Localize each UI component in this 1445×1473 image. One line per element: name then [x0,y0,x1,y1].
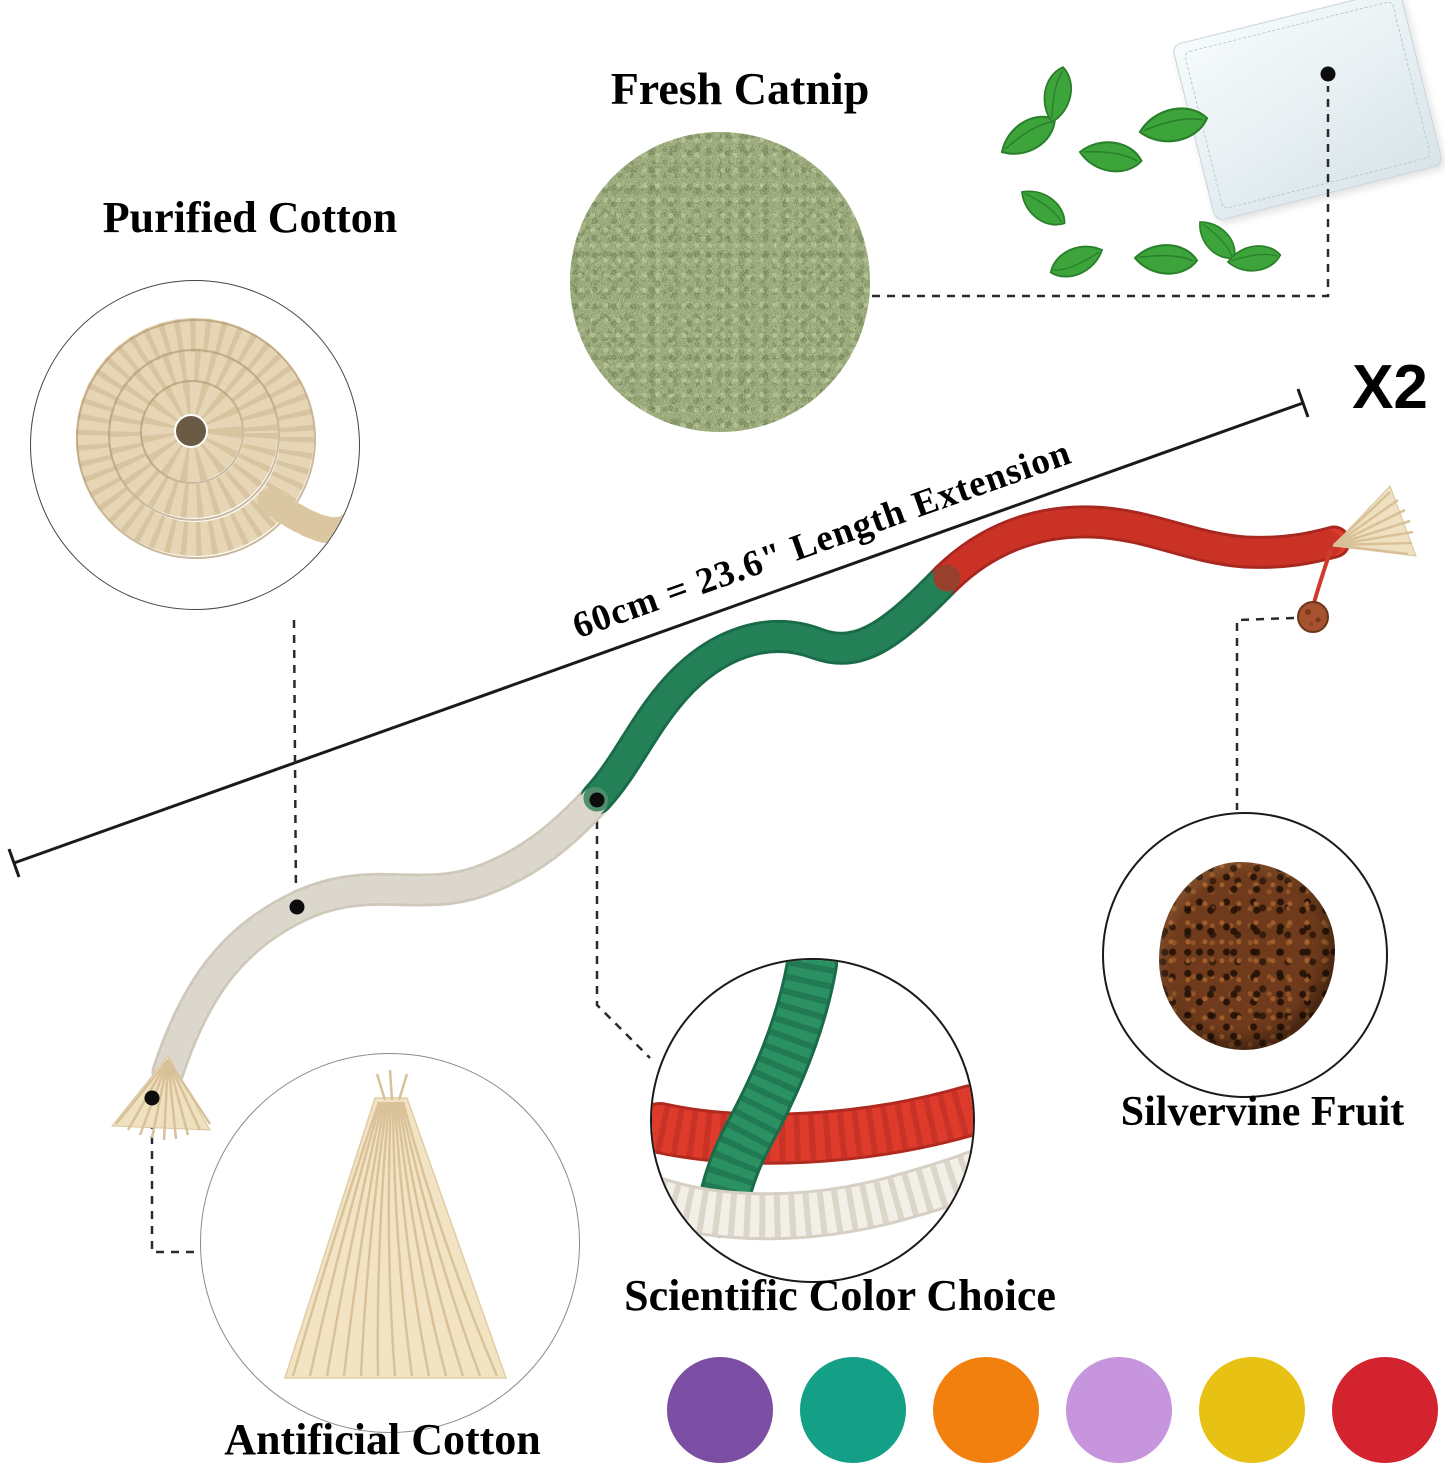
callout-ball-to-silvervine [1235,616,1295,810]
catnip-sachet-bag [1171,0,1444,222]
color-swatch-gold [1199,1357,1305,1463]
mint-leaf [1044,238,1108,284]
rope-end-tassel-top [1331,485,1417,557]
detail-green-rope [699,960,835,1235]
mint-leaf [1076,135,1146,178]
detail-white-rope [652,1153,973,1238]
sachet-stitching [1183,0,1432,210]
rope-white-section [154,784,611,1086]
rope-detail-drawing [652,960,973,1241]
color-swatch-row [667,1357,1438,1463]
silvervine-ball [1297,548,1333,633]
tassel-strands [291,1069,499,1377]
silvervine-fruit-image [1159,862,1335,1050]
mint-leaf [1036,63,1079,126]
quantity-label: X2 [1352,353,1428,422]
color-swatch-orange [933,1357,1039,1463]
catnip-texture [570,132,870,432]
mint-leaf [1132,240,1200,278]
mint-leaf [1226,243,1283,274]
mint-leaf [993,107,1064,164]
catnip-photo [570,132,870,432]
fresh-catnip-label: Fresh Catnip [610,63,870,114]
callout-cotton-to-rope [292,619,298,902]
callout-tassel-to-cotton [150,1106,200,1254]
color-swatch-teal [800,1357,906,1463]
silvervine-photo [1102,812,1388,1098]
rope-red-section [933,508,1348,592]
rope-end-tassel-bottom [110,1055,212,1141]
callout-junction-to-detail [595,806,651,1059]
color-swatch-purple [667,1357,773,1463]
artificial-cotton-photo [200,1053,580,1433]
detail-red-rope [652,1087,973,1162]
silvervine-fruit-label: Silvervine Fruit [1120,1089,1405,1135]
coil-center-hole [176,416,206,446]
mint-leaf [1191,212,1243,268]
color-swatch-lilac [1066,1357,1172,1463]
cotton-coil-drawing [76,318,359,559]
rope-detail-photo [650,958,975,1283]
scientific-color-choice-label: Scientific Color Choice [624,1271,1056,1320]
color-swatch-red [1332,1357,1438,1463]
antificial-cotton-label: Antificial Cotton [224,1415,541,1464]
purified-cotton-label: Purified Cotton [102,193,398,242]
length-extension-label: 60cm = 23.6" Length Extension [567,431,1077,648]
tassel-drawing [283,1069,508,1379]
mint-leaf [1014,180,1073,235]
purified-cotton-photo [30,280,360,610]
